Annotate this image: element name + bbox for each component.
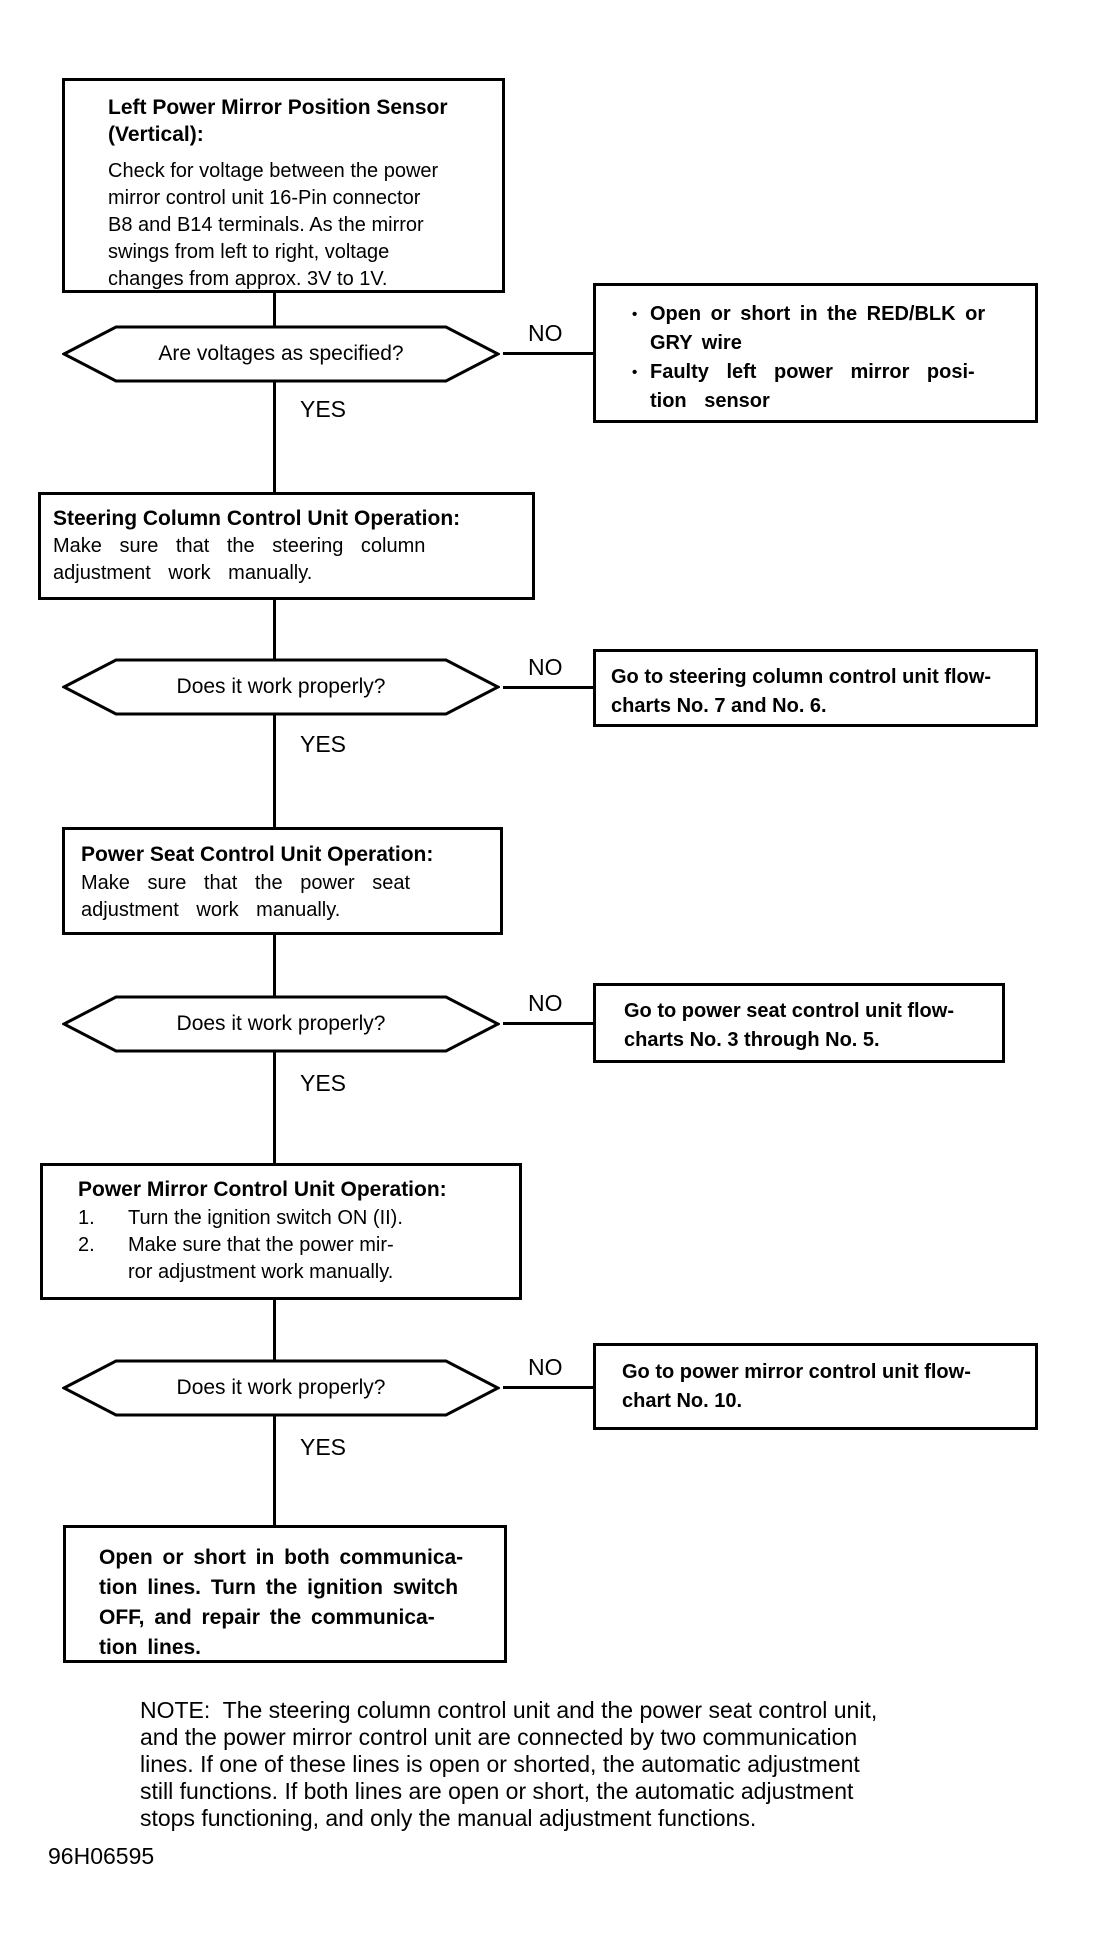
decision-mirror-works: Does it work properly? bbox=[62, 1359, 500, 1417]
yes-branch-label: YES bbox=[300, 731, 347, 757]
result-text: Go to power mirror control unit flow- ch… bbox=[622, 1361, 971, 1412]
list-item-text: Make sure that the power mir- ror adjust… bbox=[128, 1234, 394, 1283]
decision-hexagon-icon bbox=[62, 658, 500, 716]
connector-line bbox=[273, 597, 276, 661]
no-branch-label: NO bbox=[528, 654, 563, 680]
list-item-number: 1. bbox=[78, 1207, 95, 1229]
result-box-steering-flowcharts: Go to steering column control unit flow-… bbox=[593, 649, 1038, 727]
step-title: Power Mirror Control Unit Operation: bbox=[78, 1178, 447, 1201]
bullet-icon: • bbox=[632, 364, 638, 381]
connector-line bbox=[273, 290, 276, 328]
decision-hexagon-icon bbox=[62, 1359, 500, 1417]
connector-line bbox=[273, 1414, 276, 1527]
connector-line bbox=[273, 715, 276, 829]
list-item: 2. Make sure that the power mir- ror adj… bbox=[78, 1232, 503, 1286]
step-body: Make sure that the power seat adjustment… bbox=[81, 872, 411, 921]
list-item-number: 2. bbox=[78, 1234, 95, 1256]
step-title: Power Seat Control Unit Operation: bbox=[81, 843, 434, 866]
decision-question: Does it work properly? bbox=[176, 675, 386, 698]
no-branch-label: NO bbox=[528, 990, 563, 1016]
bullet-text: Open or short in the RED/BLK or GRY wire bbox=[650, 303, 986, 354]
yes-branch-label: YES bbox=[300, 396, 347, 422]
figure-id-label: 96H06595 bbox=[48, 1843, 155, 1869]
result-box-wire-fault: • Open or short in the RED/BLK or GRY wi… bbox=[593, 283, 1038, 423]
step-body: Check for voltage between the power mirr… bbox=[108, 160, 439, 290]
step-box-power-mirror: Power Mirror Control Unit Operation: 1. … bbox=[40, 1163, 522, 1300]
connector-line bbox=[503, 1386, 593, 1389]
step-box-mirror-position-sensor: Left Power Mirror Position Sensor (Verti… bbox=[62, 78, 505, 293]
list-item: 1. Turn the ignition switch ON (II). bbox=[78, 1205, 503, 1232]
decision-hexagon-outline bbox=[62, 325, 500, 383]
decision-hexagon-outline bbox=[62, 658, 500, 716]
step-body: Make sure that the steering column adjus… bbox=[53, 535, 426, 584]
bullet-item: • Faulty left power mirror posi- tion se… bbox=[632, 358, 1021, 416]
no-branch-label: NO bbox=[528, 320, 563, 346]
decision-voltages: Are voltages as specified? bbox=[62, 325, 500, 383]
connector-line bbox=[273, 380, 276, 494]
bullet-item: • Open or short in the RED/BLK or GRY wi… bbox=[632, 300, 1021, 358]
result-text: Go to steering column control unit flow-… bbox=[611, 666, 991, 717]
step-box-power-seat: Power Seat Control Unit Operation: Make … bbox=[62, 827, 503, 935]
bullet-text: Faulty left power mirror posi- tion sens… bbox=[650, 361, 975, 412]
connector-line bbox=[273, 1050, 276, 1165]
terminal-text: Open or short in both communica- tion li… bbox=[99, 1546, 464, 1659]
connector-line bbox=[503, 1022, 593, 1025]
note-text: NOTE: The steering column control unit a… bbox=[140, 1697, 878, 1831]
decision-question: Does it work properly? bbox=[176, 1012, 386, 1035]
connector-line bbox=[503, 352, 593, 355]
step-title: Left Power Mirror Position Sensor (Verti… bbox=[108, 96, 448, 146]
decision-steering-works: Does it work properly? bbox=[62, 658, 500, 716]
connector-line bbox=[503, 686, 593, 689]
step-box-steering-column: Steering Column Control Unit Operation: … bbox=[38, 492, 535, 600]
bullet-icon: • bbox=[632, 306, 638, 323]
step-title: Steering Column Control Unit Operation: bbox=[53, 507, 461, 530]
connector-line bbox=[273, 932, 276, 998]
yes-branch-label: YES bbox=[300, 1434, 347, 1460]
decision-question: Are voltages as specified? bbox=[158, 342, 404, 365]
connector-line bbox=[273, 1297, 276, 1362]
list-item-text: Turn the ignition switch ON (II). bbox=[128, 1207, 403, 1229]
decision-seat-works: Does it work properly? bbox=[62, 995, 500, 1053]
decision-hexagon-outline bbox=[62, 995, 500, 1053]
result-box-mirror-flowchart: Go to power mirror control unit flow- ch… bbox=[593, 1343, 1038, 1430]
decision-hexagon-outline bbox=[62, 1359, 500, 1417]
result-text: Go to power seat control unit flow- char… bbox=[624, 1000, 954, 1051]
result-box-seat-flowcharts: Go to power seat control unit flow- char… bbox=[593, 983, 1005, 1063]
no-branch-label: NO bbox=[528, 1354, 563, 1380]
terminal-box-communication-lines: Open or short in both communica- tion li… bbox=[63, 1525, 507, 1663]
yes-branch-label: YES bbox=[300, 1070, 347, 1096]
decision-question: Does it work properly? bbox=[176, 1376, 386, 1399]
decision-hexagon-icon bbox=[62, 995, 500, 1053]
decision-hexagon-icon bbox=[62, 325, 500, 383]
